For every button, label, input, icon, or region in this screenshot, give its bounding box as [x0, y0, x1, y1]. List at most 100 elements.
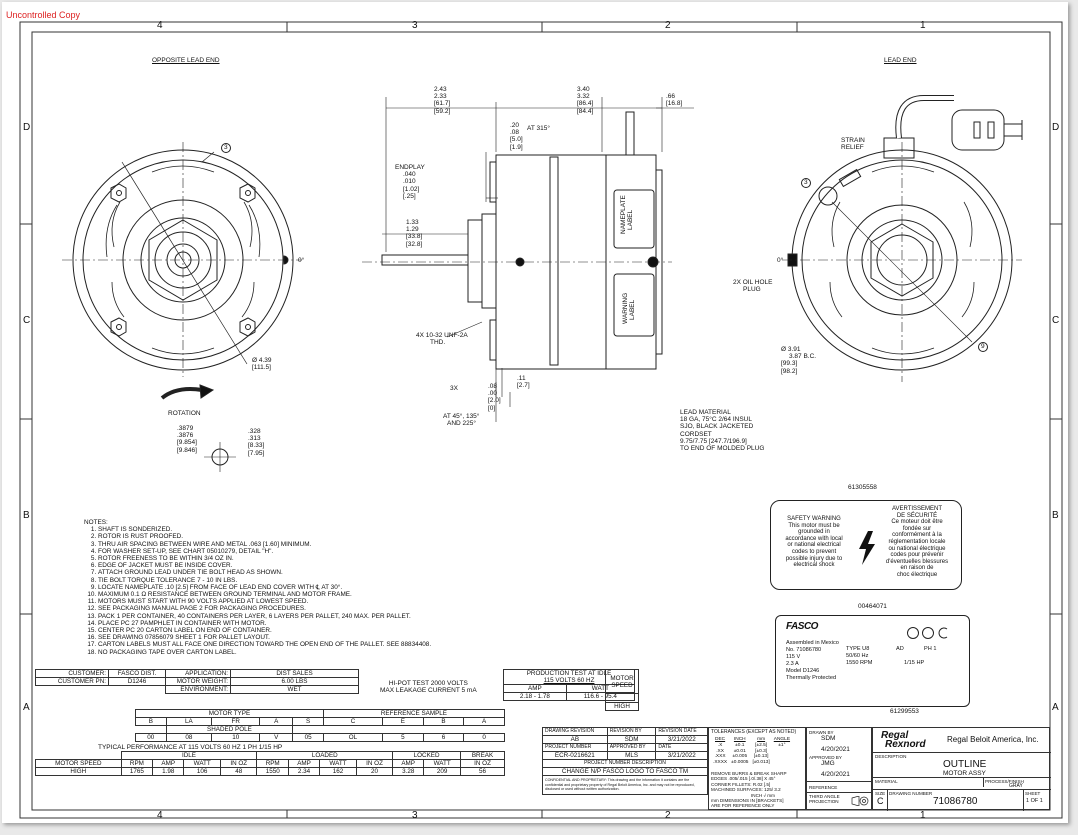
tolerance-cell: [±0.13]	[753, 754, 769, 760]
motor-type-value: 10	[211, 733, 261, 742]
note-item: CARTON LABELS MUST ALL FACE ONE DIRECTIO…	[98, 641, 431, 648]
performance-value: 56	[460, 767, 505, 776]
zero-degree-right: 0°	[777, 257, 784, 264]
dim-0-20: .20.08[5.0][1.9]	[510, 122, 523, 151]
performance-value: 48	[220, 767, 258, 776]
fasco-logo: FASCO	[786, 621, 818, 632]
performance-column: IN OZ	[460, 759, 505, 768]
motor-type-value: V	[259, 733, 294, 742]
dim-shaft-flat: .328.313[8.33][7.95]	[248, 428, 265, 457]
zone-row-d-right: D	[1052, 122, 1060, 133]
opposite-lead-end-title: OPPOSITE LEAD END	[152, 57, 220, 64]
notes-block: NOTES: SHAFT IS SONDERIZED.ROTOR IS RUST…	[84, 519, 431, 656]
tolerance-row: .X±0.1[±2.5]±1°	[711, 743, 792, 749]
performance-column: MOTOR SPEED	[35, 759, 122, 768]
zone-col-2-bottom: 2	[665, 810, 671, 821]
performance-value: 3.28	[392, 767, 425, 776]
drawing-frame	[19, 21, 1063, 819]
note-item: TIE BOLT TORQUE TOLERANCE 7 - 10 IN LBS.	[98, 577, 431, 584]
lead-end-view	[782, 95, 1023, 382]
performance-column: WATT	[183, 759, 222, 768]
motor-type-value: OL	[322, 733, 384, 742]
performance-column: AMP	[288, 759, 321, 768]
tolerance-column: INCH	[733, 737, 746, 742]
zone-row-d: D	[23, 122, 31, 133]
third-angle-projection-icon	[851, 796, 869, 806]
note-item: MAXIMUM 0.1 Ω RESISTANCE BETWEEN GROUND …	[98, 591, 431, 598]
mm-note: mm DIMENSIONS IN [BRACKETS]ARE FOR REFER…	[711, 798, 784, 809]
note-item: ROTOR IS RUST PROOFED.	[98, 533, 431, 540]
motor-type-value: 08	[165, 733, 213, 742]
note-item: SEE PACKAGING MANUAL PAGE 2 FOR PACKAGIN…	[98, 605, 431, 612]
note-item: ROTOR FREENESS TO BE WITHIN 3/4 OZ IN.	[98, 555, 431, 562]
lightning-bolt-icon	[859, 531, 875, 565]
zone-col-2: 2	[665, 20, 671, 31]
motor-type-column: E	[382, 717, 424, 726]
drawing-subtitle: MOTOR ASSY	[943, 770, 986, 777]
customer-table: CUSTOMER:FASCO DIST.APPLICATION:DIST SAL…	[35, 669, 359, 694]
nameplate-ad: AD	[896, 646, 904, 652]
performance-value: 162	[319, 767, 357, 776]
motor-type-column: S	[292, 717, 324, 726]
tolerance-column: DEC	[715, 737, 726, 742]
performance-value: 2.34	[288, 767, 321, 776]
tolerance-cell: .XXXX	[713, 759, 728, 765]
motor-type-value: 0	[463, 733, 505, 742]
dim-0-08: .08.00[2.0][0]	[488, 383, 501, 412]
tolerance-column: ANGLE	[773, 737, 791, 742]
performance-column: RPM	[120, 759, 154, 768]
rotation-label: ROTATION	[168, 410, 201, 417]
zone-col-4: 4	[157, 20, 163, 31]
zone-row-a: A	[23, 702, 30, 713]
tolerance-cell: ±0.1	[735, 743, 745, 748]
tolerance-cell: .X	[717, 743, 723, 748]
performance-column: IN OZ	[355, 759, 394, 768]
note-item: PACK 1 PER CONTAINER, 40 CONTAINERS PER …	[98, 613, 431, 620]
note-item: EDGE OF JACKET MUST BE INSIDE COVER.	[98, 562, 431, 569]
tolerance-cell	[772, 760, 792, 766]
tolerance-cell: ±0.005	[732, 754, 748, 760]
drawing-title: OUTLINE	[943, 759, 987, 770]
tolerance-column: mm	[757, 737, 766, 742]
company-name: Regal Beloit America, Inc.	[947, 735, 1039, 744]
uncontrolled-copy-stamp: Uncontrolled Copy	[6, 10, 81, 20]
balloon-9: 9	[981, 343, 985, 350]
dim-endplay: ENDPLAY .040.010 [1.02][.25]	[395, 164, 425, 200]
zone-row-b-right: B	[1052, 510, 1059, 521]
notes-title: NOTES:	[84, 519, 108, 526]
performance-value: 1765	[120, 767, 154, 776]
motor-type-column: B	[422, 717, 465, 726]
opposite-lead-end-view	[62, 142, 302, 400]
zone-col-3-bottom: 3	[412, 810, 418, 821]
notes-list: SHAFT IS SONDERIZED.ROTOR IS RUST PROOFE…	[84, 526, 431, 656]
lead-end-title: LEAD END	[884, 57, 917, 64]
nameplate-hp: 1/15 HP	[904, 660, 925, 666]
dim-3x: 3X	[450, 385, 458, 392]
note-item: ATTACH GROUND LEAD UNDER TIE BOLT HEAD A…	[98, 569, 431, 576]
sheet-size: C	[877, 796, 884, 806]
ul-certification-icon	[907, 627, 948, 639]
tolerance-cell: .XXX	[714, 754, 726, 760]
zone-row-a-right: A	[1052, 702, 1059, 713]
motor-type-value: 6	[422, 733, 465, 742]
balloon-3-right: 3	[804, 179, 808, 186]
motor-type-column: B	[135, 717, 167, 726]
note-item: PLACE PC 27 PAMPHLET IN CONTAINER WITH M…	[98, 620, 431, 627]
dim-0-66: .66[16.8]	[666, 93, 683, 108]
